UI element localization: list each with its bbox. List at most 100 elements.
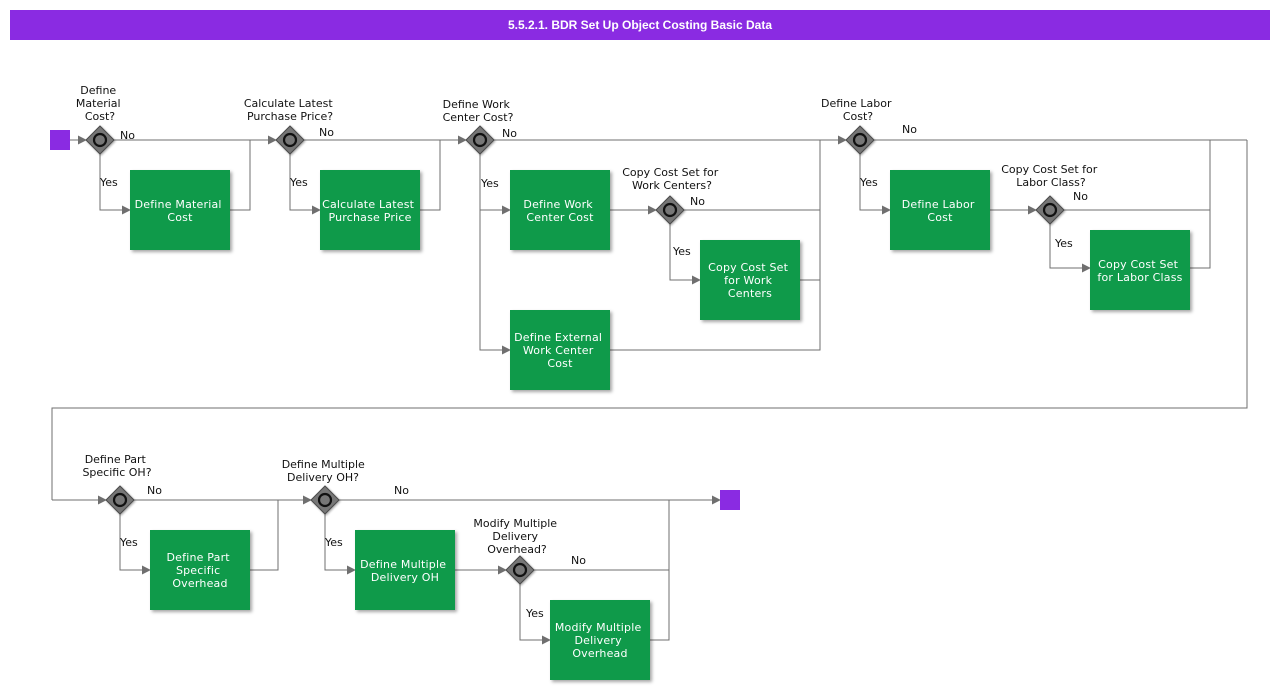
- yes-label: Yes: [480, 177, 499, 190]
- task-define-external-work-center-cost[interactable]: Define External Work Center Cost: [510, 310, 610, 390]
- gateway-label-line: Cost?: [843, 110, 873, 123]
- flow-edge: [420, 140, 441, 211]
- gateway-labor[interactable]: Define Labor Cost?: [821, 97, 895, 155]
- gateway-label-line: Overhead?: [487, 543, 547, 556]
- task-label: Define Multiple Delivery OH: [360, 558, 450, 584]
- gateway-circle-icon: [512, 562, 528, 578]
- flow-edge: [289, 154, 321, 215]
- flow-edge: [1190, 210, 1211, 269]
- task-copy-cost-set-labor-class[interactable]: Copy Cost Set for Labor Class: [1090, 230, 1190, 310]
- task-define-work-center-cost[interactable]: Define Work Center Cost: [510, 170, 610, 250]
- no-label: No: [394, 484, 409, 497]
- task-modify-multiple-delivery-overhead[interactable]: Modify Multiple Delivery Overhead: [550, 600, 650, 680]
- task-label-line: Define External: [514, 331, 602, 344]
- gateway-copy-wc[interactable]: Copy Cost Set for Work Centers?: [622, 166, 722, 225]
- flow-edge: [119, 514, 151, 575]
- gateway-circle-icon: [852, 132, 868, 148]
- task-label-line: Cost: [547, 357, 573, 370]
- gateway-circle-icon: [1042, 202, 1058, 218]
- gateway-label-line: Delivery OH?: [287, 471, 359, 484]
- task-box: [510, 310, 610, 390]
- gateway-label-line: Material: [76, 97, 121, 110]
- task-label-line: Define Material: [135, 198, 222, 211]
- gateway-purchase-price[interactable]: Calculate Latest Purchase Price?: [244, 97, 336, 155]
- yes-label: Yes: [1054, 237, 1073, 250]
- gateway-diamond-shape: [845, 125, 875, 155]
- gateway-circle-icon: [662, 202, 678, 218]
- gateway-label-line: Calculate Latest: [244, 97, 334, 110]
- task-label-line: for Work: [724, 274, 773, 287]
- task-define-part-specific-overhead[interactable]: Define Part Specific Overhead: [150, 530, 250, 610]
- gateway-work-center[interactable]: Define Work Center Cost?: [443, 98, 514, 155]
- gateway-diamond-shape: [85, 125, 115, 155]
- task-label: Define Work Center Cost: [523, 198, 596, 224]
- gateway-label: Define Work Center Cost?: [443, 98, 514, 124]
- flow-edge: [519, 584, 551, 645]
- gateway-part-oh[interactable]: Define Part Specific OH?: [82, 453, 152, 515]
- task-label-line: Copy Cost Set: [1098, 258, 1179, 271]
- gateway-label-line: Center Cost?: [443, 111, 514, 124]
- no-label: No: [120, 129, 135, 142]
- gateway-multi-oh[interactable]: Define Multiple Delivery OH?: [282, 458, 369, 515]
- task-box: [355, 530, 455, 610]
- gateway-label-line: Labor Class?: [1016, 176, 1086, 189]
- gateway-label-line: Define Multiple: [282, 458, 365, 471]
- gateway-label: Define Material Cost?: [76, 84, 124, 123]
- yes-label: Yes: [289, 176, 308, 189]
- task-label-line: Center Cost: [526, 211, 594, 224]
- task-label: Copy Cost Set for Labor Class: [1097, 258, 1182, 284]
- flow-edge: [479, 210, 511, 355]
- gateway-label-line: Work Centers?: [632, 179, 712, 192]
- task-label: Define Material Cost: [135, 198, 226, 224]
- no-label: No: [902, 123, 917, 136]
- gateway-diamond-shape: [275, 125, 305, 155]
- gateway-label-line: Purchase Price?: [247, 110, 333, 123]
- task-label-line: Define Labor: [902, 198, 975, 211]
- task-box: [150, 530, 250, 610]
- gateway-label: Copy Cost Set for Work Centers?: [622, 166, 722, 192]
- task-define-material-cost[interactable]: Define Material Cost: [130, 170, 230, 250]
- gateway-label-line: Copy Cost Set for: [1001, 163, 1098, 176]
- task-box: [1090, 230, 1190, 310]
- task-box: [510, 170, 610, 250]
- flow-edge: [1049, 224, 1091, 273]
- flow-edge: [99, 154, 131, 215]
- task-box: [890, 170, 990, 250]
- gateway-label-line: Modify Multiple: [473, 517, 557, 530]
- diagram-title: 5.5.2.1. BDR Set Up Object Costing Basic…: [10, 10, 1270, 40]
- task-label-line: Overhead: [572, 647, 627, 660]
- flow-edge: [650, 500, 670, 641]
- gateway-diamond-shape: [465, 125, 495, 155]
- gateway-label: Modify Multiple Delivery Overhead?: [473, 517, 560, 556]
- task-label-line: Centers: [728, 287, 772, 300]
- task-label-line: for Labor Class: [1097, 271, 1182, 284]
- task-label-line: Delivery OH: [371, 571, 439, 584]
- no-label: No: [502, 127, 517, 140]
- gateway-label-line: Cost?: [85, 110, 115, 123]
- task-label-line: Modify Multiple: [555, 621, 642, 634]
- task-label: Modify Multiple Delivery Overhead: [555, 621, 645, 660]
- flow-connectors: [51, 135, 1248, 645]
- task-copy-cost-set-work-centers[interactable]: Copy Cost Set for Work Centers: [700, 240, 800, 320]
- gateway-label-line: Define: [80, 84, 116, 97]
- task-label-line: Purchase Price: [328, 211, 411, 224]
- yes-label: Yes: [672, 245, 691, 258]
- gateway-label: Define Part Specific OH?: [82, 453, 151, 479]
- task-calculate-purchase-price[interactable]: Calculate Latest Purchase Price: [320, 170, 420, 250]
- task-box: [550, 600, 650, 680]
- task-label-line: Cost: [167, 211, 193, 224]
- gateway-material[interactable]: Define Material Cost?: [76, 84, 124, 155]
- task-define-labor-cost[interactable]: Define Labor Cost: [890, 170, 990, 250]
- gateway-modify-oh[interactable]: Modify Multiple Delivery Overhead?: [473, 517, 560, 585]
- task-define-multiple-delivery-oh[interactable]: Define Multiple Delivery OH: [355, 530, 455, 610]
- task-label-line: Specific: [176, 564, 220, 577]
- task-box: [130, 170, 230, 250]
- task-label-line: Define Multiple: [360, 558, 446, 571]
- no-label: No: [571, 554, 586, 567]
- flow-edge: [51, 140, 1248, 500]
- gateway-label: Copy Cost Set for Labor Class?: [1001, 163, 1101, 189]
- yes-label: Yes: [525, 607, 544, 620]
- gateway-label-line: Define Work: [443, 98, 511, 111]
- gateway-copy-labor[interactable]: Copy Cost Set for Labor Class?: [1001, 163, 1101, 225]
